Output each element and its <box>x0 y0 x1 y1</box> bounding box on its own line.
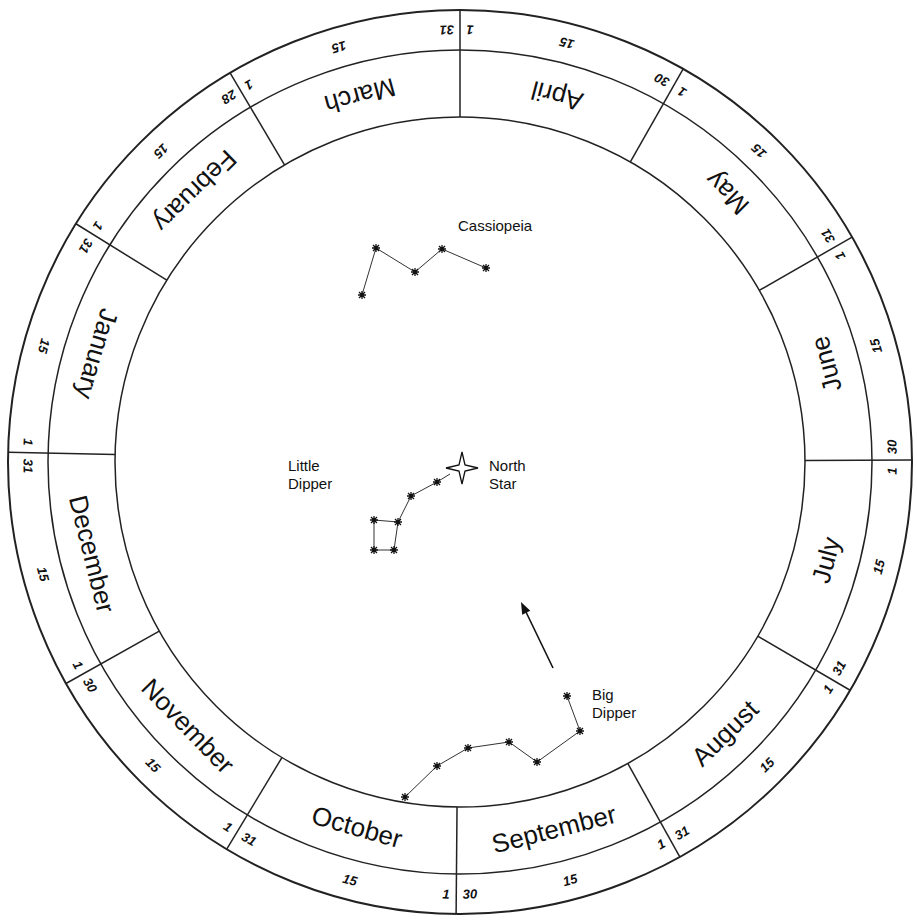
month-divider <box>8 452 115 454</box>
inner-ring <box>115 117 805 807</box>
month-name: March <box>322 74 399 118</box>
month-divider <box>805 459 912 461</box>
date-number: 31 <box>672 823 691 842</box>
date-number: 31 <box>439 23 454 36</box>
month-name: April <box>528 76 585 114</box>
date-number: 15 <box>562 872 579 888</box>
date-number: 31 <box>830 659 848 678</box>
date-number: 1 <box>655 837 667 852</box>
constellation-label: Big Dipper <box>592 686 650 722</box>
constellation-label: Cassiopeia <box>458 217 578 235</box>
month-name: January <box>71 306 122 402</box>
month-dividers <box>8 10 912 914</box>
date-number: 30 <box>885 439 899 454</box>
month-divider <box>630 69 683 162</box>
month-name: June <box>806 333 846 394</box>
date-number: 15 <box>151 141 170 160</box>
month-name: May <box>701 167 754 220</box>
date-number: 31 <box>819 226 838 245</box>
big-dipper-figure <box>401 692 584 801</box>
date-number: 15 <box>750 141 769 160</box>
date-number: 31 <box>239 830 258 848</box>
north-star-symbol <box>446 452 478 484</box>
outer-ring <box>8 10 912 914</box>
date-number: 30 <box>81 676 100 695</box>
date-number: 15 <box>330 39 348 56</box>
date-ring <box>48 50 872 874</box>
month-name: August <box>687 695 763 770</box>
cassiopeia-figure <box>358 244 490 299</box>
date-number: 15 <box>143 756 162 775</box>
date-number: 15 <box>341 872 358 888</box>
month-divider <box>758 636 850 690</box>
constellation-label: Little Dipper <box>288 457 350 493</box>
date-number: 1 <box>467 24 475 37</box>
little-dipper-figure <box>370 452 478 554</box>
month-divider <box>230 73 284 165</box>
date-number: 1 <box>820 683 835 696</box>
date-number: 15 <box>758 756 777 775</box>
date-number: 31 <box>21 459 34 474</box>
month-name: July <box>807 535 844 586</box>
date-number: 15 <box>35 565 51 582</box>
date-number: 15 <box>558 35 575 51</box>
pointer-arrow <box>521 602 553 668</box>
month-divider <box>759 237 852 290</box>
date-number: 1 <box>885 467 898 474</box>
date-number: 15 <box>868 338 884 355</box>
date-number: 1 <box>91 219 106 232</box>
date-number: 15 <box>871 558 887 575</box>
month-name: October <box>309 802 405 852</box>
date-number: 1 <box>222 819 235 834</box>
star-label: North Star <box>489 457 541 493</box>
month-divider <box>628 763 680 856</box>
date-number: 28 <box>219 88 238 107</box>
date-number: 1 <box>71 658 86 670</box>
date-number: 30 <box>462 887 477 900</box>
month-divider <box>66 631 159 683</box>
date-number: 1 <box>442 887 450 900</box>
date-number: 1 <box>676 84 689 99</box>
date-number: 31 <box>77 236 95 255</box>
date-number: 1 <box>832 250 847 263</box>
date-number: 15 <box>36 338 52 355</box>
date-number: 1 <box>22 438 35 446</box>
month-name: December <box>65 493 119 616</box>
month-name: February <box>149 145 242 236</box>
date-number: 1 <box>243 77 256 92</box>
month-divider <box>455 807 457 914</box>
month-divider <box>76 224 167 280</box>
month-divider <box>459 10 461 117</box>
month-divider <box>227 758 282 850</box>
date-number: 30 <box>652 71 671 89</box>
